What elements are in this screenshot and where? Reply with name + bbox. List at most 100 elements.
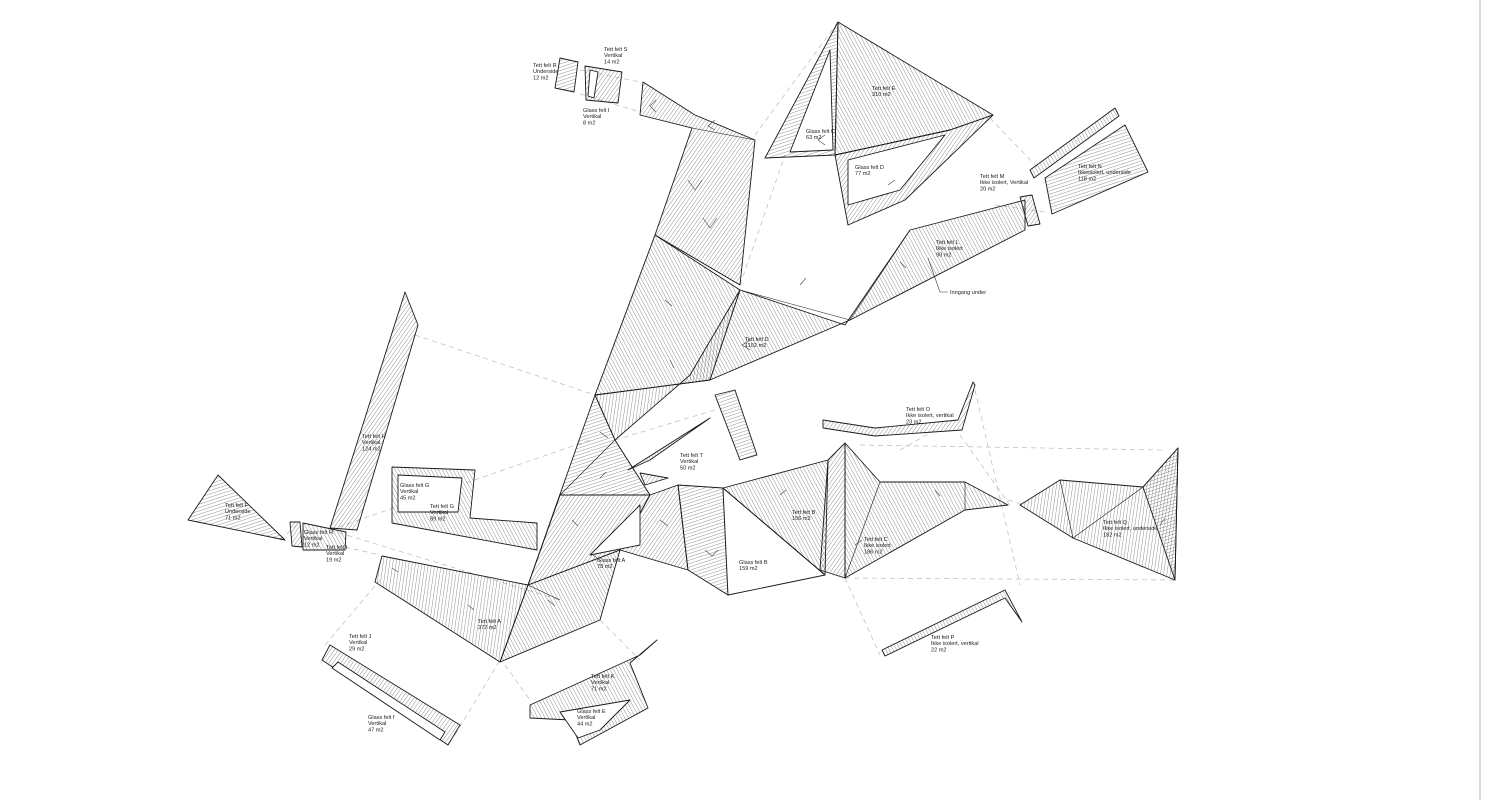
guide-line bbox=[859, 444, 1166, 451]
panel-tett-felt-o bbox=[822, 381, 976, 437]
label-line: Vertikal bbox=[577, 715, 595, 721]
label-line: Glass felt C bbox=[806, 129, 835, 135]
panel-glass-felt-d-inner bbox=[847, 134, 946, 206]
facet-line bbox=[559, 439, 616, 496]
panel-glass-felt-e bbox=[559, 699, 631, 739]
facet-line bbox=[834, 129, 951, 156]
guide-line bbox=[844, 577, 881, 656]
guide-line bbox=[844, 577, 1176, 581]
chevron-marker bbox=[687, 179, 703, 191]
label-line: Tett felt G bbox=[430, 504, 454, 510]
panel-tett-felt-n-strip bbox=[1029, 107, 1120, 179]
label-line: 182 m2 bbox=[1103, 532, 1122, 538]
facet-line bbox=[844, 481, 881, 579]
label-line: Tett felt M bbox=[980, 174, 1005, 180]
panel-tett-felt-p bbox=[881, 589, 1023, 657]
label-line: Vertikal bbox=[368, 721, 386, 727]
label-line: 12 m2 bbox=[304, 542, 320, 548]
label-line: Glass felt G bbox=[400, 483, 429, 489]
chevron-marker bbox=[592, 554, 601, 561]
panel-tett-felt-t-strip bbox=[714, 389, 758, 461]
label-line: Tett felt L bbox=[936, 240, 959, 246]
guide-line bbox=[344, 546, 381, 556]
chevron-marker bbox=[817, 134, 826, 146]
label-line: 71 m2 bbox=[591, 686, 607, 692]
label-line: Vertikal bbox=[583, 114, 601, 120]
label-line: Ikke isolert bbox=[936, 246, 963, 252]
label-line: 124 m2 bbox=[362, 446, 381, 452]
label-line: 50 m2 bbox=[680, 465, 696, 471]
label-line: 156 m2 bbox=[792, 516, 811, 522]
label-line: Tett felt S bbox=[604, 47, 628, 53]
label-line: 63 m2 bbox=[806, 135, 822, 141]
label-line: 78 m2 bbox=[597, 564, 613, 570]
label-line: Ikke isolert, vertikal bbox=[906, 413, 954, 419]
leader-inngang-under bbox=[927, 257, 948, 293]
chevron-marker bbox=[704, 549, 719, 557]
guide-line bbox=[1007, 499, 1026, 506]
label-line: Tett felt I bbox=[326, 545, 348, 551]
label-line: Glass felt I bbox=[583, 108, 610, 114]
label-line: 19 m2 bbox=[326, 557, 342, 563]
chevron-markers bbox=[391, 99, 1166, 611]
facet-line bbox=[1059, 479, 1074, 539]
chevron-marker bbox=[934, 489, 941, 497]
chevron-marker bbox=[649, 99, 657, 113]
panel-glass-felt-i bbox=[587, 69, 599, 99]
label-line: Ikkeisolert, underside bbox=[1078, 170, 1131, 176]
label-line: Tett felt J bbox=[349, 634, 372, 640]
chevron-marker bbox=[854, 539, 863, 546]
label-line: 29 m2 bbox=[349, 646, 365, 652]
panel-tett-felt-f bbox=[187, 474, 286, 541]
label-line: Vertikal bbox=[304, 536, 322, 542]
label-line: Tett felt E bbox=[872, 86, 896, 92]
label-line: Tett felt R bbox=[533, 63, 557, 69]
label-line: 20 m2 bbox=[980, 186, 996, 192]
label-line: 89 m2 bbox=[430, 516, 446, 522]
label-line: 14 m2 bbox=[604, 59, 620, 65]
panel-strip-left-b bbox=[677, 484, 729, 596]
chevron-marker bbox=[659, 519, 669, 527]
panel-tett-felt-q-wing bbox=[1142, 447, 1179, 581]
facet-line bbox=[691, 127, 756, 141]
label-line: 47 m2 bbox=[368, 727, 384, 733]
facet-line bbox=[527, 584, 561, 601]
guide-line bbox=[739, 154, 786, 286]
label-line: 118 m2 bbox=[1078, 176, 1096, 182]
panel-glass-felt-a-inner bbox=[589, 504, 641, 556]
label-line: Ikke isolert, underside bbox=[1103, 526, 1157, 532]
chevron-marker bbox=[599, 431, 609, 439]
label-line: 310 m2 bbox=[872, 92, 891, 98]
guide-line bbox=[414, 334, 596, 396]
label-line: 12 m2 bbox=[533, 75, 549, 81]
label-line: Tett felt D bbox=[745, 337, 769, 343]
chevron-marker bbox=[467, 604, 475, 611]
label-line: Tett felt P bbox=[931, 635, 955, 641]
chevron-marker bbox=[599, 471, 607, 479]
label-inngang-under: Inngang under bbox=[950, 290, 986, 296]
panel-glass-felt-g bbox=[397, 474, 463, 513]
chevron-marker bbox=[707, 119, 716, 131]
chevron-marker bbox=[669, 359, 675, 369]
panel-small-wedge bbox=[639, 472, 669, 486]
label-line: 159 m2 bbox=[739, 566, 758, 572]
chevron-marker bbox=[887, 179, 896, 186]
label-line: 90 m2 bbox=[936, 252, 952, 258]
label-line: Underside bbox=[533, 69, 559, 75]
